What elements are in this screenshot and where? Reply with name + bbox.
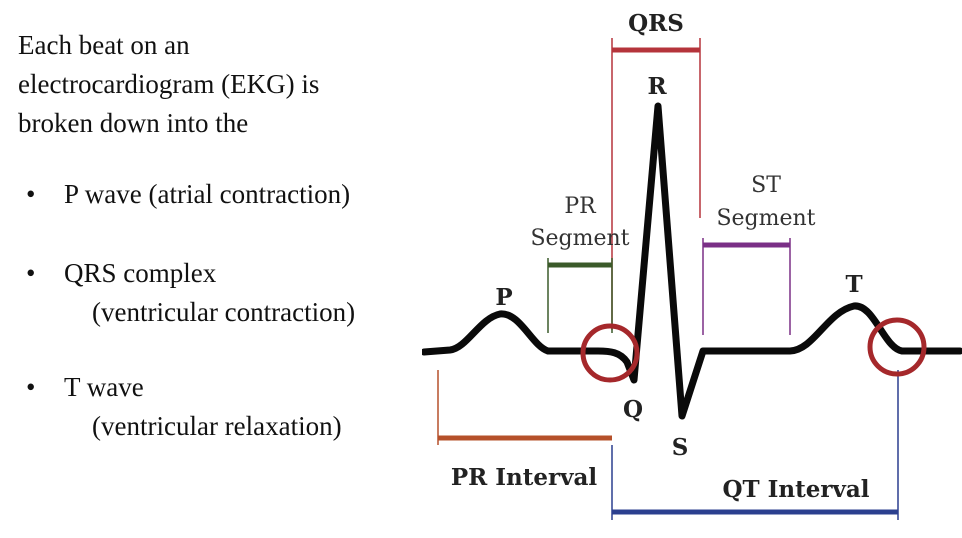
- intro-line-1: Each beat on an: [18, 30, 190, 60]
- q-wave-label: Q: [623, 396, 643, 423]
- t-wave-label: T: [845, 271, 862, 298]
- s-wave-label: S: [672, 434, 689, 461]
- ekg-diagram: QRS PR Segment ST Segment: [422, 0, 962, 538]
- qrs-label: QRS: [628, 10, 684, 37]
- intro-line-2: electrocardiogram (EKG) is: [18, 69, 320, 99]
- pr-junction-circle: [580, 323, 640, 383]
- bullet-dot: •: [26, 179, 36, 209]
- ekg-trace: [422, 102, 962, 420]
- t-wave-end-circle: [867, 317, 927, 377]
- text-panel: Each beat on an electrocardiogram (EKG) …: [0, 0, 440, 538]
- qt-interval-bracket: [611, 370, 899, 520]
- st-segment-label-line-1: ST: [751, 173, 781, 198]
- intro-line-3: broken down into the: [18, 108, 249, 138]
- intro-text: Each beat on an electrocardiogram (EKG) …: [18, 26, 428, 143]
- bullet-dot: •: [26, 372, 36, 402]
- p-wave-label: P: [495, 284, 512, 311]
- r-wave-label: R: [647, 73, 667, 100]
- pr-segment-bracket: [547, 258, 613, 333]
- bullet-dot: •: [26, 258, 36, 288]
- bullet-qrs-subtext: (ventricular contraction): [92, 297, 356, 327]
- pr-segment-label-line-1: PR: [564, 194, 597, 219]
- pr-segment-label-line-2: Segment: [530, 226, 629, 251]
- bullet-t-wave-subtext: (ventricular relaxation): [92, 411, 342, 441]
- st-segment-label-line-2: Segment: [716, 206, 815, 231]
- qt-interval-label: QT Interval: [722, 476, 869, 503]
- bullet-qrs-text: QRS complex: [64, 258, 217, 288]
- bullet-p-wave-text: P wave (atrial contraction): [64, 179, 351, 209]
- ekg-svg: QRS PR Segment ST Segment: [422, 10, 962, 520]
- pr-interval-bracket: [437, 370, 612, 445]
- bullet-t-wave-text: T wave: [64, 372, 144, 402]
- pr-interval-label: PR Interval: [451, 464, 598, 491]
- st-segment-bracket: [702, 238, 791, 335]
